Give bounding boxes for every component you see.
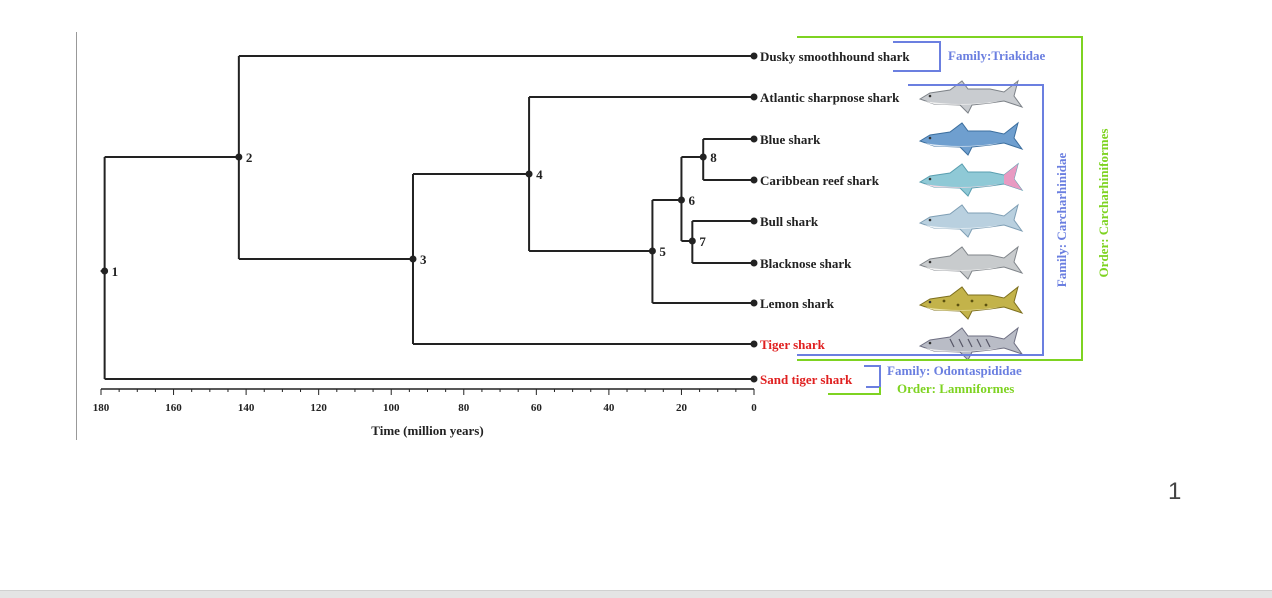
shark-belly xyxy=(924,184,1000,188)
species-label-dusky: Dusky smoothhound shark xyxy=(760,49,910,64)
shark-belly xyxy=(924,267,1000,271)
node-label-n8: 8 xyxy=(710,150,717,165)
tip-dot-caribbean xyxy=(750,176,758,184)
tree-labels: 1 2 3 4 5 6 7 8 Dusky smoothhound sharkAtlantic … xyxy=(93,48,1111,438)
shark-eye xyxy=(928,94,932,98)
taxonomy-brackets xyxy=(797,36,1083,395)
lamniformes-bracket xyxy=(828,387,881,395)
x-tick-label: 140 xyxy=(238,402,255,414)
shark-spot xyxy=(942,299,946,303)
bottom-scrollbar-track[interactable] xyxy=(0,590,1272,598)
carcharhinidae-bracket xyxy=(797,84,1044,356)
shark-eye xyxy=(928,177,932,181)
shark-eye xyxy=(928,218,932,222)
node-dot-n7 xyxy=(688,237,696,245)
shark-illustration-striped xyxy=(918,326,1024,361)
shark-stripe xyxy=(976,338,982,348)
shark-stripe xyxy=(967,338,973,348)
node-label-n1: 1 xyxy=(112,264,119,279)
x-tick-label: 60 xyxy=(531,402,543,414)
tip-dot-atlantic xyxy=(750,93,758,101)
tip-dot-blue xyxy=(750,135,758,143)
shark-belly xyxy=(924,101,1000,105)
species-label-tiger: Tiger shark xyxy=(760,337,826,352)
node-label-n4: 4 xyxy=(536,167,543,182)
x-tick-label: 180 xyxy=(93,402,110,414)
carcharhiniformes-label: Order: Carcharhiniformes xyxy=(1096,129,1111,278)
node-dot-n1 xyxy=(101,267,109,275)
tip-dot-blacknose xyxy=(750,259,758,267)
tip-dot-bull xyxy=(750,217,758,225)
shark-body xyxy=(918,245,1024,280)
tip-dot-tiger xyxy=(750,340,758,348)
shark-illustration-pale-blue xyxy=(918,203,1024,238)
carcharhiniformes-bracket xyxy=(797,36,1083,361)
left-divider xyxy=(76,32,77,440)
shark-body xyxy=(918,121,1024,156)
species-label-blue: Blue shark xyxy=(760,132,821,147)
species-label-lemon: Lemon shark xyxy=(760,296,835,311)
shark-illustration-teal-pink xyxy=(918,162,1024,197)
shark-eye xyxy=(928,300,932,304)
shark-illustration-silver xyxy=(918,245,1024,280)
x-tick-label: 40 xyxy=(603,402,615,414)
node-dot-n5 xyxy=(648,247,656,255)
shark-stripe xyxy=(958,338,964,348)
node-dot-n8 xyxy=(699,153,707,161)
shark-stripe xyxy=(949,338,955,348)
shark-eye xyxy=(928,260,932,264)
shark-spot xyxy=(970,299,974,303)
shark-eye xyxy=(928,136,932,140)
species-label-atlantic: Atlantic sharpnose shark xyxy=(760,90,900,105)
node-label-n5: 5 xyxy=(659,244,666,259)
shark-tail-highlight xyxy=(1004,164,1022,190)
species-label-sand: Sand tiger shark xyxy=(760,372,853,387)
shark-belly xyxy=(924,348,1000,352)
shark-illustration-olive xyxy=(918,285,1024,320)
node-label-n2: 2 xyxy=(246,150,253,165)
node-label-n7: 7 xyxy=(699,234,706,249)
shark-belly xyxy=(924,143,1000,147)
species-label-caribbean: Caribbean reef shark xyxy=(760,173,880,188)
lamniformes-label: Order: Lamniformes xyxy=(897,381,1014,396)
tree-branches xyxy=(100,52,758,395)
node-dot-n4 xyxy=(525,170,533,178)
carcharhinidae-label: Family: Carcharhinidae xyxy=(1054,153,1069,288)
node-label-n3: 3 xyxy=(420,252,427,267)
shark-illustrations xyxy=(918,79,1024,361)
triakidae-label: Family:Triakidae xyxy=(948,48,1045,63)
species-label-bull: Bull shark xyxy=(760,214,819,229)
x-tick-label: 160 xyxy=(165,402,182,414)
x-tick-label: 20 xyxy=(676,402,688,414)
shark-belly xyxy=(924,307,1000,311)
node-dot-n3 xyxy=(409,255,417,263)
shark-spot xyxy=(956,303,960,307)
shark-belly xyxy=(924,225,1000,229)
node-dot-n2 xyxy=(235,153,243,161)
shark-eye xyxy=(928,341,932,345)
tip-dot-dusky xyxy=(750,52,758,60)
x-tick-label: 120 xyxy=(310,402,327,414)
shark-spot xyxy=(984,303,988,307)
x-axis-title: Time (million years) xyxy=(371,423,483,438)
x-tick-label: 100 xyxy=(383,402,400,414)
odontaspididae-label: Family: Odontaspididae xyxy=(887,363,1022,378)
shark-body xyxy=(918,285,1024,320)
shark-illustration-blue xyxy=(918,121,1024,156)
page-number: 1 xyxy=(1168,478,1182,505)
species-label-blacknose: Blacknose shark xyxy=(760,256,852,271)
x-tick-label: 80 xyxy=(458,402,470,414)
triakidae-bracket xyxy=(893,41,941,72)
node-dot-n6 xyxy=(677,196,685,204)
x-tick-label: 0 xyxy=(751,402,757,414)
odontaspididae-bracket xyxy=(864,365,881,388)
node-label-n6: 6 xyxy=(688,193,695,208)
tip-dot-lemon xyxy=(750,299,758,307)
shark-stripe xyxy=(985,338,991,348)
shark-body xyxy=(918,203,1024,238)
tip-dot-sand xyxy=(750,375,758,383)
